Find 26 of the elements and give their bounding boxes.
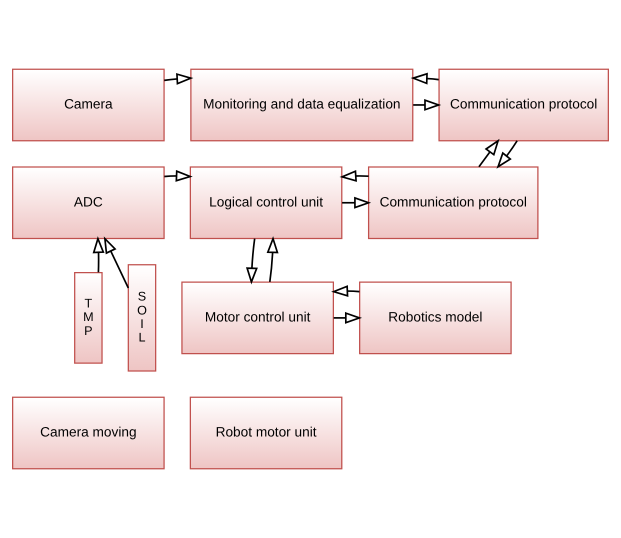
node-box: Camera moving bbox=[12, 396, 165, 470]
node-box: Monitoring and data equalization bbox=[190, 68, 414, 142]
node-box: Communication protocol bbox=[438, 68, 609, 142]
node-box: Logical control unit bbox=[190, 166, 342, 240]
arrow bbox=[246, 238, 258, 284]
arrow bbox=[478, 138, 500, 168]
node-box: Camera bbox=[12, 68, 165, 142]
node-box: T M P bbox=[74, 272, 103, 364]
node-box: Robot motor unit bbox=[190, 396, 342, 470]
node-box: Communication protocol bbox=[368, 166, 539, 240]
arrow bbox=[410, 72, 439, 85]
arrow bbox=[334, 312, 362, 324]
arrow bbox=[331, 285, 360, 298]
arrow bbox=[342, 196, 372, 209]
node-box: Robotics model bbox=[359, 282, 512, 354]
arrow bbox=[92, 236, 105, 272]
arrow bbox=[496, 140, 518, 169]
node-box: Motor control unit bbox=[181, 282, 334, 354]
node-box: S O I L bbox=[128, 264, 156, 372]
arrow bbox=[104, 236, 130, 288]
node-box: ADC bbox=[12, 166, 165, 240]
arrow bbox=[340, 170, 369, 182]
arrow bbox=[266, 236, 279, 282]
arrow bbox=[164, 72, 194, 85]
arrow bbox=[164, 170, 193, 182]
arrow bbox=[413, 99, 442, 111]
